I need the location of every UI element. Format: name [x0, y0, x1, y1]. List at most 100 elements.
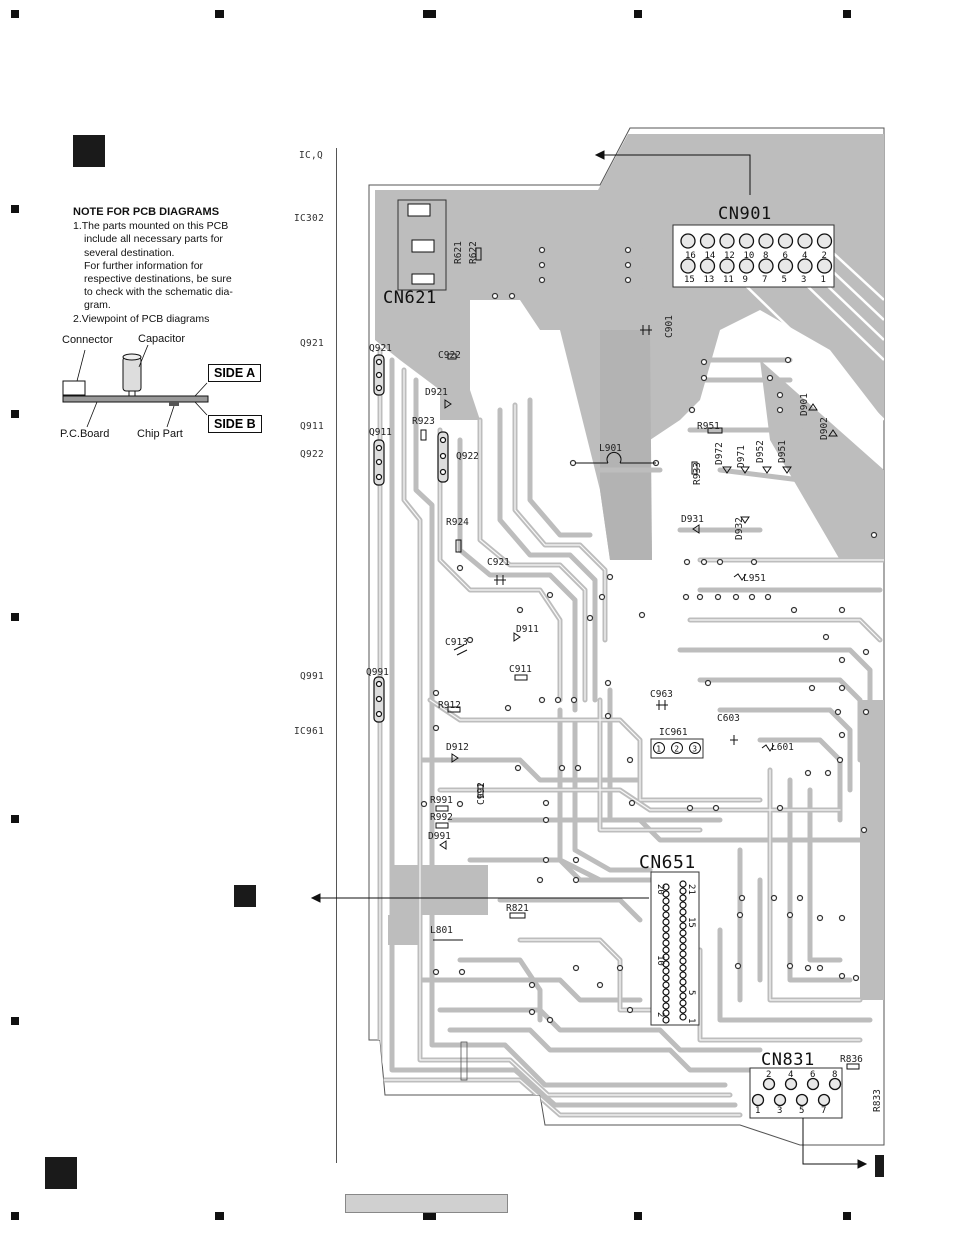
cn901-pin [758, 233, 774, 249]
part-label-d972: D972 [714, 442, 725, 465]
ruler-label: IC302 [294, 213, 325, 224]
part-label-d991: D991 [428, 831, 451, 842]
cn651-pin [662, 1016, 670, 1024]
cn651-pin [662, 981, 670, 989]
part-label-d901: D901 [799, 393, 810, 416]
part-label-d971: D971 [736, 445, 747, 468]
part-label-c921: C921 [487, 557, 510, 568]
cn901-pin [816, 258, 833, 274]
registration-mark [215, 1212, 224, 1220]
transistor-pads [373, 354, 449, 723]
cn651-pin [662, 925, 670, 933]
legend-connector-label: Connector [62, 334, 113, 346]
cn651-pin [662, 967, 670, 975]
cn621-connector [397, 199, 447, 291]
part-label-d912: D912 [446, 742, 469, 753]
pcb-note: NOTE FOR PCB DIAGRAMS 1.The parts mounte… [73, 206, 263, 326]
section-marker [73, 135, 105, 167]
cn651-pin-label: 10 [655, 955, 665, 966]
cn651-pin [662, 960, 670, 968]
cn651-pin [662, 911, 670, 919]
cn901-pin [680, 233, 696, 249]
cn831-pin-label: 3 [777, 1106, 782, 1116]
cn901-pin-label: 5 [782, 275, 787, 285]
registration-mark [215, 10, 224, 18]
copper-pour [760, 360, 884, 560]
cn901-pin [719, 258, 735, 274]
ruler-label: Q911 [300, 421, 325, 432]
ic961-pin-label: 1 [656, 745, 661, 754]
registration-mark [11, 1017, 19, 1025]
cn901-pin [758, 258, 774, 274]
cn651-pin [662, 1002, 670, 1010]
cn651-pin [679, 992, 687, 1000]
cn651-pin [662, 932, 670, 940]
cn901-pin-label: 6 [783, 251, 788, 261]
part-label-l951: L951 [743, 573, 766, 584]
ic961-pin [653, 742, 665, 754]
cn651-pin [679, 915, 687, 923]
ic961-pin [689, 742, 701, 754]
part-label-l901: L901 [599, 443, 622, 454]
part-label-c922: C922 [438, 350, 461, 361]
cn651-pin [662, 939, 670, 947]
part-label-d911: D911 [516, 624, 539, 635]
registration-mark [11, 205, 19, 213]
side-a-box: SIDE A [208, 364, 262, 382]
components [420, 247, 860, 1070]
cn901-pin-label: 11 [723, 275, 734, 285]
cn831-pin-label: 7 [821, 1106, 826, 1116]
cn651-pin [662, 974, 670, 982]
note-title: NOTE FOR PCB DIAGRAMS [73, 206, 220, 218]
ruler-label: Q922 [300, 449, 325, 460]
cn651-pin [679, 936, 687, 944]
cn901-pin-label: 3 [801, 275, 806, 285]
ruler-label: IC961 [294, 726, 325, 737]
cn831-pin-label: 8 [832, 1070, 837, 1080]
part-label-d932: D932 [734, 517, 745, 540]
cn651-pin [679, 978, 687, 986]
legend-pcboard-label: P.C.Board [60, 428, 110, 440]
registration-mark [423, 10, 436, 18]
ic961-pin-label: 2 [674, 745, 679, 754]
part-label-d931: D931 [681, 514, 704, 525]
legend-chip-label: Chip Part [137, 428, 183, 440]
part-label-r833: R833 [872, 1089, 883, 1112]
copper-pour [670, 345, 700, 385]
cn831-pin-label: 2 [766, 1070, 771, 1080]
ruler-label: IC,Q [299, 150, 324, 161]
cn651-pin [662, 918, 670, 926]
cn651-pin [662, 883, 670, 891]
cn651-pin [662, 988, 670, 996]
cn651-pin [679, 901, 687, 909]
ic961-pin-label: 3 [692, 745, 697, 754]
cn901-pin-label: 15 [684, 275, 695, 285]
part-label-r923: R923 [412, 416, 435, 427]
part-label-q911: Q911 [369, 427, 392, 438]
part-label-q991: Q991 [366, 667, 389, 678]
cn901-pin-label: 16 [685, 251, 696, 261]
cn901-pin-label: 10 [744, 251, 755, 261]
cn901-pin [699, 258, 716, 274]
cn651-pin-label: 20 [655, 884, 665, 895]
registration-mark [634, 1212, 642, 1220]
cn831-pin [817, 1093, 831, 1107]
ruler-line [336, 148, 337, 1163]
cn901-label: CN901 [718, 204, 772, 224]
registration-mark [11, 1212, 19, 1220]
cn831-pin-label: 6 [810, 1070, 815, 1080]
cn651-pin-label: 1 [686, 1018, 696, 1023]
part-label-r621: R621 [453, 241, 464, 264]
part-label-c911: C911 [509, 664, 532, 675]
cn901-pin [680, 258, 696, 274]
cn901-pin [719, 233, 735, 249]
cn901-pin [738, 233, 755, 249]
cn831-pin [784, 1077, 798, 1091]
cn831-pin [806, 1077, 820, 1091]
cn831-pin [762, 1077, 776, 1091]
pcb-side-diagram [62, 345, 209, 428]
side-b-box: SIDE B [208, 415, 262, 433]
cn831-pin [773, 1093, 787, 1107]
registration-mark [423, 1212, 436, 1220]
